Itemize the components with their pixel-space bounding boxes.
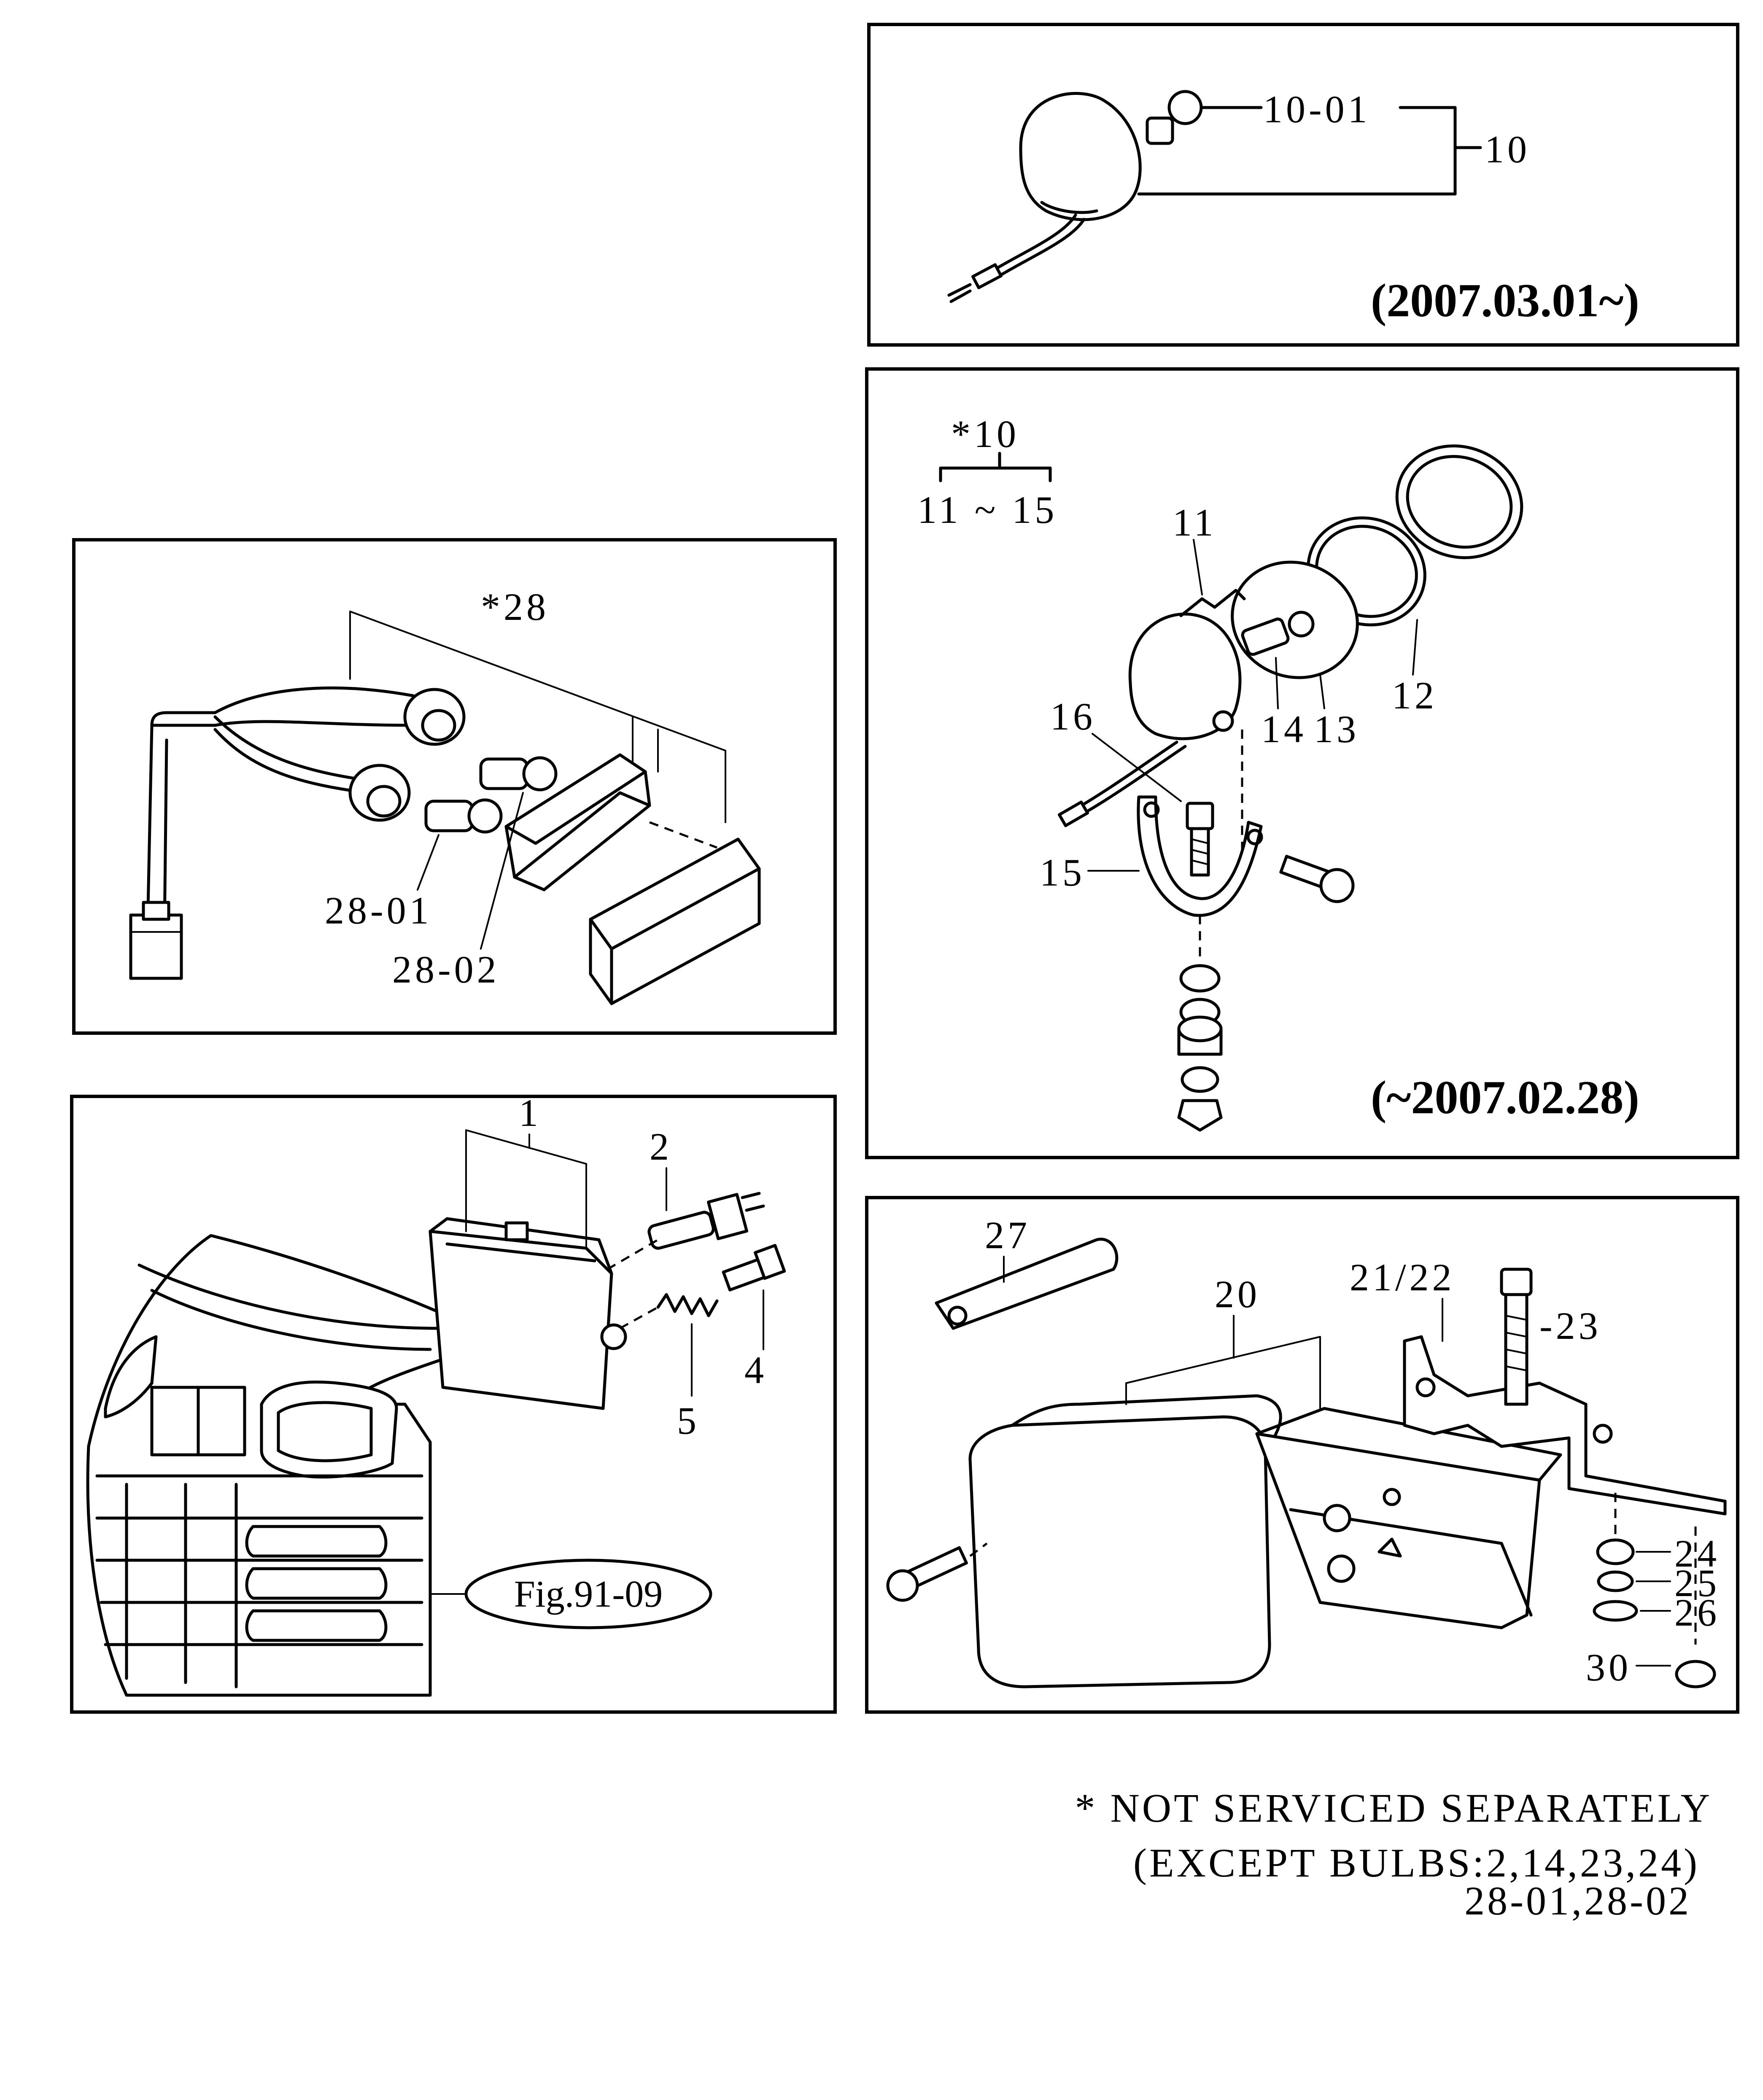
label-12: 12 [1392,674,1437,717]
footnote-line-1: * NOT SERVICED SEPARATELY [1075,1785,1712,1831]
label-10: 10 [1485,128,1530,171]
label-11: 11 [1173,501,1217,544]
label-range-11-15: 11 ~ 15 [917,488,1057,531]
label-24: 24 [1674,1532,1720,1575]
date-range-old: (~2007.02.28) [1371,1072,1639,1124]
label-26: 26 [1674,1591,1720,1634]
label-30: 30 [1586,1646,1631,1689]
label-16: 16 [1050,695,1096,738]
panel-headlamp: 1 2 5 4 Fig.91-09 [70,1091,837,1714]
label-5: 5 [677,1399,700,1442]
panel-harness: *28 28-01 28-02 [72,538,837,1035]
label-21-22: 21/22 [1350,1256,1455,1299]
label-23: -23 [1539,1304,1601,1347]
label-group-28: *28 [481,585,549,628]
label-2: 2 [650,1125,672,1168]
footnote: * NOT SERVICED SEPARATELY (EXCEPT BULBS:… [1075,1785,1712,1923]
figure-reference[interactable]: Fig.91-09 [514,1573,663,1615]
panel-work-lamp: 27 20 21/22 -23 [865,1196,1739,1714]
label-27: 27 [985,1214,1030,1257]
label-28-01: 28-01 [325,889,432,932]
footnote-line-3: 28-01,28-02 [1464,1878,1691,1923]
label-14: 14 [1261,708,1307,751]
label-4: 4 [744,1349,767,1392]
panel-turn-lamp-new: 10-01 10 (2007.03.01~) [867,23,1739,347]
footnote-line-2: (EXCEPT BULBS:2,14,23,24) [1133,1840,1700,1885]
label-15: 15 [1040,851,1085,894]
date-range-new: (2007.03.01~) [1371,275,1639,327]
label-20: 20 [1215,1273,1260,1316]
label-group-10: *10 [951,412,1019,455]
label-10-01: 10-01 [1263,88,1371,131]
label-13: 13 [1314,708,1359,751]
label-1: 1 [519,1091,542,1134]
panel-turn-lamp-old: *10 11 ~ 15 [865,367,1739,1159]
label-28-02: 28-02 [392,948,500,991]
label-25: 25 [1674,1562,1720,1605]
